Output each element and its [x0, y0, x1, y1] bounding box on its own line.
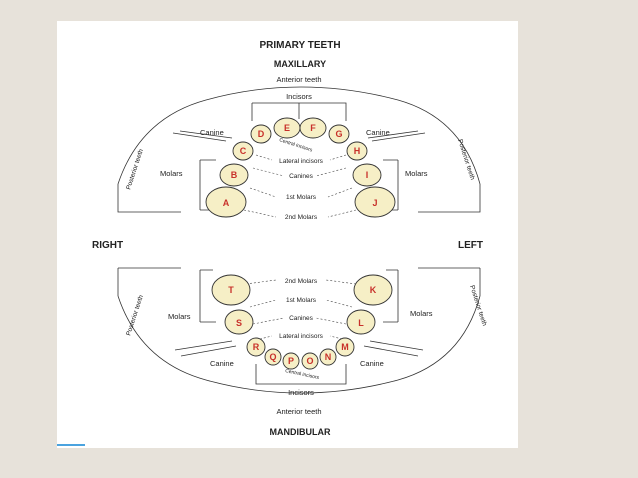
tooth-q — [264, 348, 282, 366]
tooth-label-t: T — [228, 285, 234, 295]
maxillary-teeth — [205, 117, 396, 218]
mandibular-posterior-right-label: Posterior teeth — [125, 294, 145, 337]
side-left-label: LEFT — [458, 240, 483, 251]
tooth-h — [346, 141, 368, 161]
tooth-g — [328, 124, 350, 144]
tooth-b — [219, 163, 249, 187]
tooth-i — [352, 163, 382, 187]
tooth-m — [335, 337, 355, 357]
tooth-d — [250, 124, 272, 144]
tooth-c — [232, 141, 254, 161]
mandibular-central-incisors-label: Central incisors — [285, 368, 320, 381]
tooth-o — [301, 352, 319, 370]
tooth-n — [319, 348, 337, 366]
side-right-label: RIGHT — [92, 240, 123, 251]
tooth-label-j: J — [372, 198, 377, 208]
tooth-r — [246, 337, 266, 357]
maxillary-canine-right-side-label: Canine — [200, 128, 224, 137]
maxillary-heading: MAXILLARY — [274, 59, 326, 69]
maxillary-molars-left-side-label: Molars — [405, 169, 428, 178]
mandibular-letters: K L M N O P Q R S T — [228, 285, 377, 366]
tooth-label-a: A — [223, 198, 230, 208]
tooth-label-n: N — [325, 352, 332, 362]
mandibular-molars-left-side-label: Molars — [410, 309, 433, 318]
tooth-label-s: S — [236, 318, 242, 328]
maxillary-row-canines: Canines — [289, 173, 314, 180]
tooth-label-i: I — [366, 170, 369, 180]
tooth-a — [205, 186, 247, 218]
mandibular-row-2nd-molars: 2nd Molars — [285, 278, 318, 285]
tooth-label-o: O — [306, 356, 313, 366]
tooth-k — [353, 274, 393, 306]
maxillary-letters: A B C D E F G H I J — [223, 123, 378, 208]
mandibular-row-canines: Canines — [289, 315, 314, 322]
mandibular-anterior-label: Anterior teeth — [276, 407, 321, 416]
tooth-label-p: P — [288, 356, 294, 366]
maxillary-posterior-right-label: Posterior teeth — [125, 148, 145, 191]
maxillary-row-guides — [243, 154, 357, 218]
mandibular-row-lateral-incisors: Lateral incisors — [279, 333, 323, 340]
tooth-label-q: Q — [269, 352, 276, 362]
tooth-label-d: D — [258, 129, 265, 139]
tooth-label-f: F — [310, 123, 316, 133]
tooth-t — [211, 274, 251, 306]
mandibular-row-guides — [245, 279, 357, 341]
tooth-label-m: M — [341, 342, 349, 352]
maxillary-canine-left-side-label: Canine — [366, 128, 390, 137]
maxillary-posterior-left-label: Posterior teeth — [456, 138, 476, 181]
tooth-label-r: R — [253, 342, 260, 352]
maxillary-outline — [117, 86, 481, 213]
maxillary-incisors-label: Incisors — [286, 92, 312, 101]
maxillary-row-2nd-molars: 2nd Molars — [285, 214, 318, 221]
tooth-label-k: K — [370, 285, 377, 295]
tooth-label-c: C — [240, 146, 247, 156]
tooth-f — [299, 117, 327, 139]
tooth-j — [354, 186, 396, 218]
mandibular-row-1st-molars: 1st Molars — [286, 297, 317, 304]
mandibular-outline — [117, 267, 481, 394]
tooth-l — [346, 309, 376, 335]
mandibular-incisors-label: Incisors — [288, 388, 314, 397]
mandibular-molars-right-side-label: Molars — [168, 312, 191, 321]
slide — [57, 21, 518, 448]
accent-line — [57, 444, 85, 446]
maxillary-row-lateral-incisors: Lateral incisors — [279, 158, 323, 165]
chart-title: PRIMARY TEETH — [259, 40, 340, 51]
mandibular-canine-left-side-label: Canine — [360, 359, 384, 368]
tooth-label-e: E — [284, 123, 290, 133]
maxillary-anterior-label: Anterior teeth — [276, 75, 321, 84]
tooth-label-l: L — [358, 318, 364, 328]
tooth-p — [282, 352, 300, 370]
tooth-label-g: G — [335, 129, 342, 139]
mandibular-heading: MANDIBULAR — [270, 427, 331, 437]
tooth-s — [224, 309, 254, 335]
maxillary-row-1st-molars: 1st Molars — [286, 194, 317, 201]
tooth-label-h: H — [354, 146, 361, 156]
mandibular-teeth — [211, 274, 393, 370]
mandibular-canine-right-side-label: Canine — [210, 359, 234, 368]
tooth-label-b: B — [231, 170, 238, 180]
maxillary-molars-right-side-label: Molars — [160, 169, 183, 178]
maxillary-central-incisors-label: Central incisors — [278, 137, 313, 154]
